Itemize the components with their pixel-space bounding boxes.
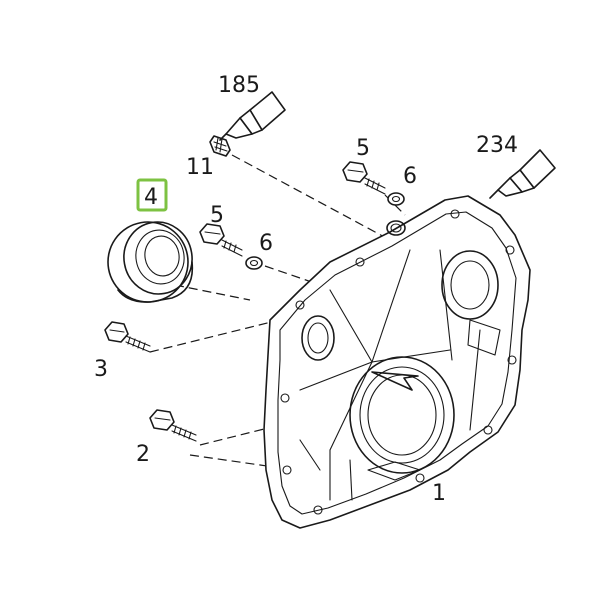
- callout-3: 3: [94, 357, 108, 382]
- callout-6-top: 6: [403, 164, 417, 189]
- front-cover-part: [263, 195, 531, 529]
- bolt-5-top-part: [342, 161, 386, 195]
- callout-4: 4: [144, 185, 158, 210]
- callout-5-top: 5: [356, 136, 370, 161]
- oil-seal-part: [107, 221, 194, 303]
- washer-6-mid-part: [245, 256, 263, 270]
- washer-6-top-part: [387, 192, 405, 206]
- bolt-3-part: [104, 321, 151, 353]
- callout-5-mid: 5: [210, 203, 224, 228]
- highlight-box-4: [136, 178, 168, 212]
- callout-11: 11: [186, 155, 214, 180]
- callout-1: 1: [432, 481, 446, 506]
- callout-185: 185: [218, 73, 260, 98]
- bolt-5-mid-part: [199, 223, 243, 257]
- callout-6-mid: 6: [259, 231, 273, 256]
- sealant-tube-185-part: [219, 91, 286, 141]
- plug-11-part: [209, 135, 231, 157]
- bolt-2-part: [149, 409, 197, 442]
- sealant-tube-234-part: [489, 149, 556, 199]
- callout-2: 2: [136, 442, 150, 467]
- callout-234: 234: [476, 133, 518, 158]
